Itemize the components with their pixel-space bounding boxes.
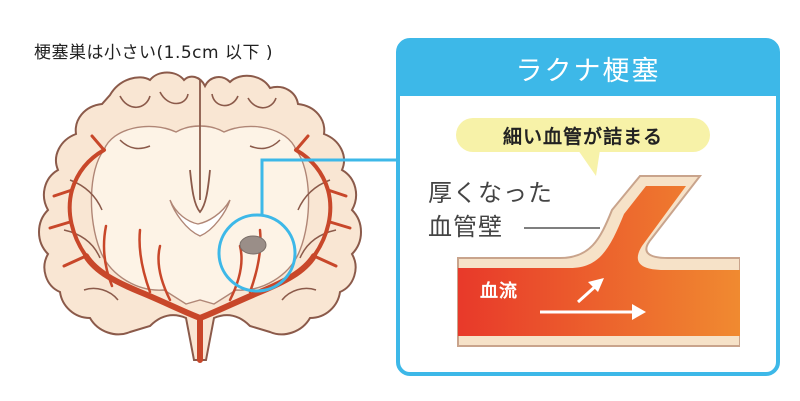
brain-midline (189, 80, 211, 214)
magnifier-circle (217, 213, 297, 293)
brain-sulci (63, 139, 337, 301)
brain-gyri-top (119, 91, 277, 109)
flow-arrow-up-right (576, 278, 604, 304)
infarct-spot (239, 235, 267, 255)
vessel-wall-label: 厚くなった 血管壁 (428, 176, 553, 244)
infarct-size-caption: 梗塞巣は小さい(1.5cm 以下 ) (34, 43, 274, 63)
panel-title: ラクナ梗塞 (515, 55, 661, 87)
lacunar-panel (396, 38, 780, 376)
brain-diagram (38, 71, 362, 363)
vessel-lumen (458, 186, 740, 336)
brain-white-matter (90, 125, 310, 305)
blood-flow-label: 血流 (480, 281, 518, 302)
panel-header-bg (398, 40, 778, 96)
magnifier-connector (260, 158, 398, 215)
bubble-text: 細い血管が詰まる (502, 125, 663, 148)
vessel-wall-label-line2: 血管壁 (428, 213, 503, 241)
flow-arrow-right (540, 304, 646, 320)
vessel-wall-label-line1: 厚くなった (428, 179, 553, 207)
speech-bubble (456, 118, 710, 152)
speech-bubble-tail (578, 150, 600, 176)
brain-ventricles (169, 199, 231, 237)
